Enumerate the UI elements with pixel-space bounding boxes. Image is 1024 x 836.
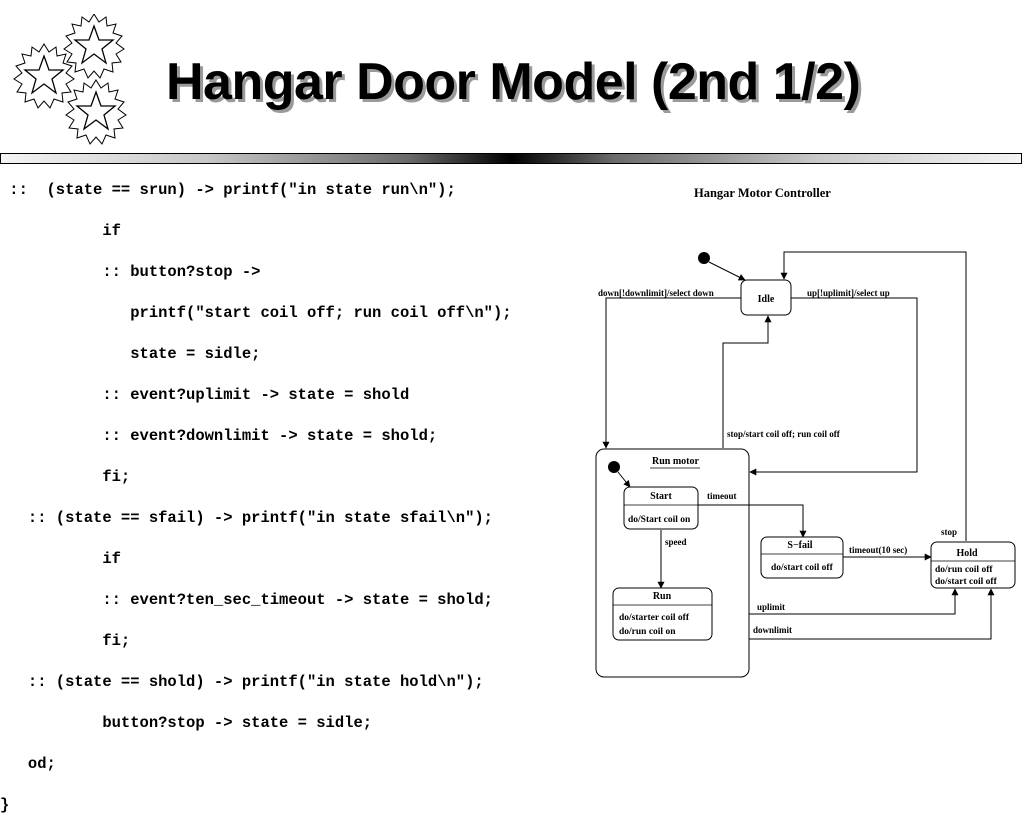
state-diagram: Hangar Motor Controller Idle down[!downl…	[595, 186, 1016, 678]
state-run-action: do/starter coil off	[619, 613, 690, 623]
transition-up-label: up[!uplimit]/select up	[807, 288, 890, 298]
code-line: :: button?stop ->	[0, 263, 261, 281]
code-line: :: (state == shold) -> printf("in state …	[0, 673, 484, 691]
code-line: :: (state == srun) -> printf("in state r…	[0, 181, 456, 199]
code-line: if	[0, 222, 121, 240]
diagram-title: Hangar Motor Controller	[694, 186, 831, 200]
code-line: if	[0, 550, 121, 568]
code-line: :: event?downlimit -> state = shold;	[0, 427, 438, 445]
star-icon	[13, 43, 75, 109]
transition-timeout-10-label: timeout(10 sec)	[849, 545, 907, 555]
code-line: :: event?uplimit -> state = shold	[0, 386, 410, 404]
transition-uplimit-label: uplimit	[757, 602, 785, 612]
code-line: button?stop -> state = sidle;	[0, 714, 373, 732]
transition-hold-stop	[780, 251, 967, 541]
state-idle-name: Idle	[758, 294, 775, 305]
code-line: :: (state == sfail) -> printf("in state …	[0, 509, 493, 527]
transition-down	[602, 297, 741, 449]
inner-initial-state	[608, 461, 620, 473]
state-run-action: do/run coil on	[619, 627, 676, 637]
state-start-action: do/Start coil on	[628, 515, 691, 525]
title-divider	[0, 153, 1022, 164]
state-sfail-name: S−fail	[787, 540, 812, 551]
transition-down-label: down[!downlimit]/select down	[598, 288, 714, 298]
state-start: Start do/Start coil on	[623, 486, 699, 530]
code-line: printf("start coil off; run coil off\n")…	[0, 304, 512, 322]
inner-initial-transition	[617, 471, 631, 488]
code-line: fi;	[0, 468, 131, 486]
state-idle: Idle	[740, 279, 792, 316]
stars-cluster-icon	[13, 14, 127, 145]
code-line: od;	[0, 755, 56, 773]
state-hold-name: Hold	[956, 548, 978, 559]
state-hold-action: do/run coil off	[935, 565, 993, 575]
code-line: }	[0, 796, 10, 814]
code-listing: :: (state == srun) -> printf("in state r…	[0, 180, 512, 836]
transition-up	[749, 297, 918, 476]
transition-timeout	[698, 504, 807, 538]
initial-state	[698, 252, 710, 264]
code-line: :: event?ten_sec_timeout -> state = shol…	[0, 591, 493, 609]
state-hold-action: do/start coil off	[935, 577, 998, 587]
star-icon	[65, 79, 127, 145]
code-line: state = sidle;	[0, 345, 261, 363]
transition-uplimit	[749, 588, 959, 615]
transition-hold-stop-label: stop	[941, 527, 957, 537]
code-line: fi;	[0, 632, 131, 650]
state-start-name: Start	[650, 491, 672, 502]
state-run-motor-name: Run motor	[652, 456, 700, 467]
slide-title: Hangar Door Model (2nd 1/2)	[166, 53, 861, 111]
state-run-name: Run	[653, 591, 672, 602]
state-sfail: S−fail do/start coil off	[760, 536, 844, 579]
transition-speed-label: speed	[665, 537, 687, 547]
transition-stop-start-coil	[722, 315, 772, 448]
initial-transition	[708, 261, 746, 281]
transition-downlimit-label: downlimit	[753, 625, 792, 635]
state-run-motor: Run motor	[595, 448, 750, 678]
transition-stop-start-label: stop/start coil off; run coil off	[727, 429, 841, 439]
state-run: Run do/starter coil off do/run coil on	[612, 587, 713, 641]
transition-timeout-label: timeout	[707, 491, 737, 501]
state-sfail-action: do/start coil off	[771, 563, 834, 573]
star-icon	[63, 14, 125, 79]
transition-downlimit	[749, 588, 995, 640]
state-hold: Hold do/run coil off do/start coil off	[930, 541, 1016, 589]
